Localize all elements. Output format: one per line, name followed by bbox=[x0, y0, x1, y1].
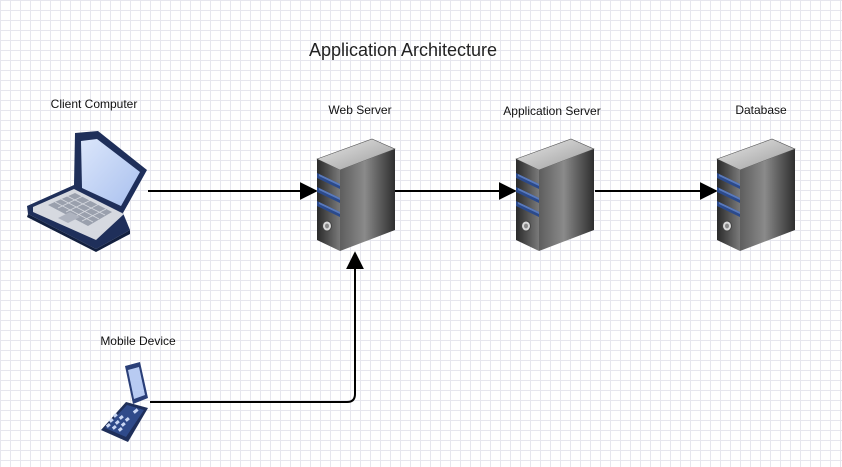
database-server-icon bbox=[716, 138, 796, 252]
laptop-icon bbox=[27, 131, 147, 252]
diagram-title: Application Architecture bbox=[308, 40, 498, 60]
edge-mobile-to-web bbox=[150, 251, 364, 403]
database-label: Database bbox=[735, 103, 787, 117]
client-computer-label: Client Computer bbox=[50, 97, 138, 111]
application-server-icon bbox=[515, 138, 595, 252]
web-server-icon bbox=[316, 138, 396, 252]
mobile-device-label: Mobile Device bbox=[100, 334, 176, 348]
application-server-label: Application Server bbox=[503, 104, 601, 118]
web-server-label: Web Server bbox=[328, 103, 392, 117]
mobile-phone-icon bbox=[101, 362, 148, 442]
connectors bbox=[148, 182, 718, 403]
